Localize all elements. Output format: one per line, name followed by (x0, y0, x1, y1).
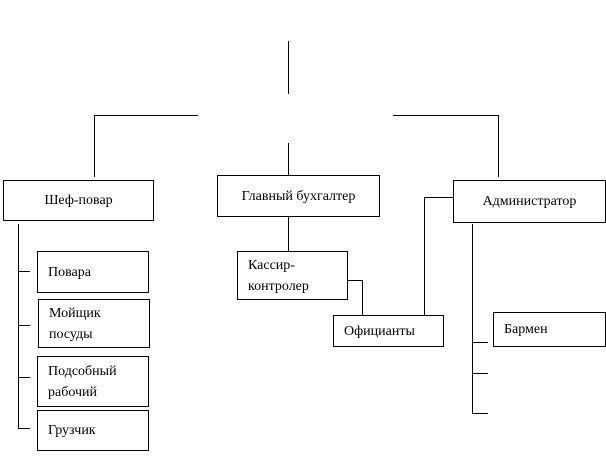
node-loader: Грузчик (37, 410, 149, 451)
node-waiters: Официанты (333, 315, 444, 347)
node-helper: Подсобный рабочий (37, 356, 149, 407)
node-administrator: Администратор (453, 180, 606, 223)
connector-chef (94, 115, 198, 177)
node-cooks: Повара (37, 251, 149, 293)
connector-cashier-waiters (347, 280, 363, 315)
node-chief-accountant: Главный бухгалтер (217, 175, 380, 217)
connector-admin (393, 115, 499, 177)
node-chef: Шеф-повар (3, 180, 154, 221)
node-cashier: Кассир-контролер (237, 251, 348, 300)
node-bartender: Бармен (493, 312, 606, 347)
node-dishwasher: Мойщик посуды (38, 299, 150, 348)
connector-admin-waiters (424, 197, 453, 315)
